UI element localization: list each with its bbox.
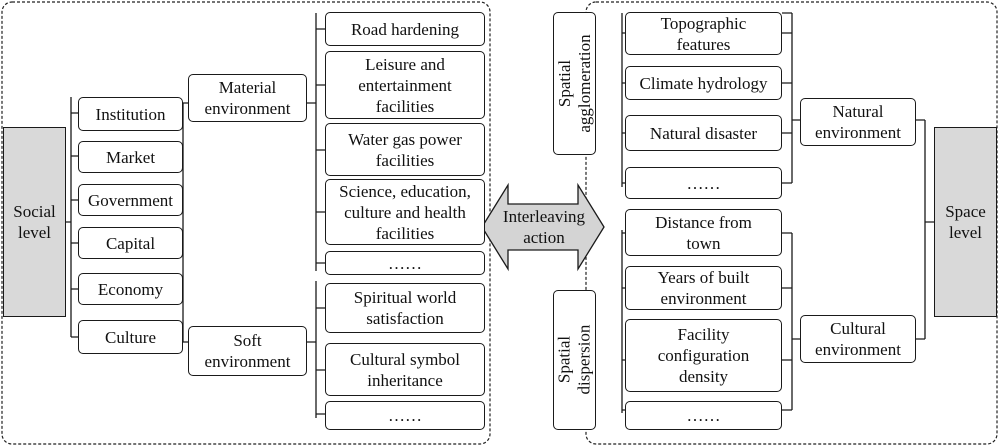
item-science-education: Science, education, culture and health f… [325,179,485,245]
spatial-dispersion-box [553,290,596,430]
factor-economy: Economy [78,273,183,305]
item-topographic-features: Topographic features [625,12,782,55]
item-road-hardening: Road hardening [325,12,485,46]
social-level-box: Social level [3,127,66,317]
item-natural-ellipsis: …… [625,167,782,199]
factor-capital: Capital [78,227,183,259]
item-facility-density: Facility configuration density [625,319,782,392]
factor-market: Market [78,141,183,173]
item-climate-hydrology: Climate hydrology [625,66,782,100]
item-distance-from-town: Distance from town [625,209,782,256]
item-leisure-facilities: Leisure and entertainment facilities [325,51,485,119]
item-soft-ellipsis: …… [325,401,485,430]
spatial-agglomeration-box [553,12,596,155]
material-environment-box: Material environment [188,74,307,122]
space-level-box: Space level [934,127,997,317]
interleaving-arrow [481,182,605,272]
cultural-environment-box: Cultural environment [800,315,916,363]
item-years-built-environment: Years of built environment [625,266,782,310]
item-cultural-ellipsis: …… [625,401,782,430]
factor-government: Government [78,184,183,216]
spatial-dispersion-label: Spatial dispersion [554,324,593,395]
item-cultural-symbol: Cultural symbol inheritance [325,343,485,396]
left-group-frame [1,1,491,445]
item-spiritual-satisfaction: Spiritual world satisfaction [325,283,485,333]
item-material-ellipsis: …… [325,251,485,275]
factor-institution: Institution [78,97,183,131]
item-water-gas-power: Water gas power facilities [325,123,485,176]
soft-environment-box: Soft environment [188,326,307,376]
natural-environment-box: Natural environment [800,98,916,146]
spatial-agglomeration-label: Spatial agglomeration [554,34,594,133]
item-natural-disaster: Natural disaster [625,115,782,151]
interleaving-action-label: Interleaving action [502,207,586,247]
factor-culture: Culture [78,320,183,354]
